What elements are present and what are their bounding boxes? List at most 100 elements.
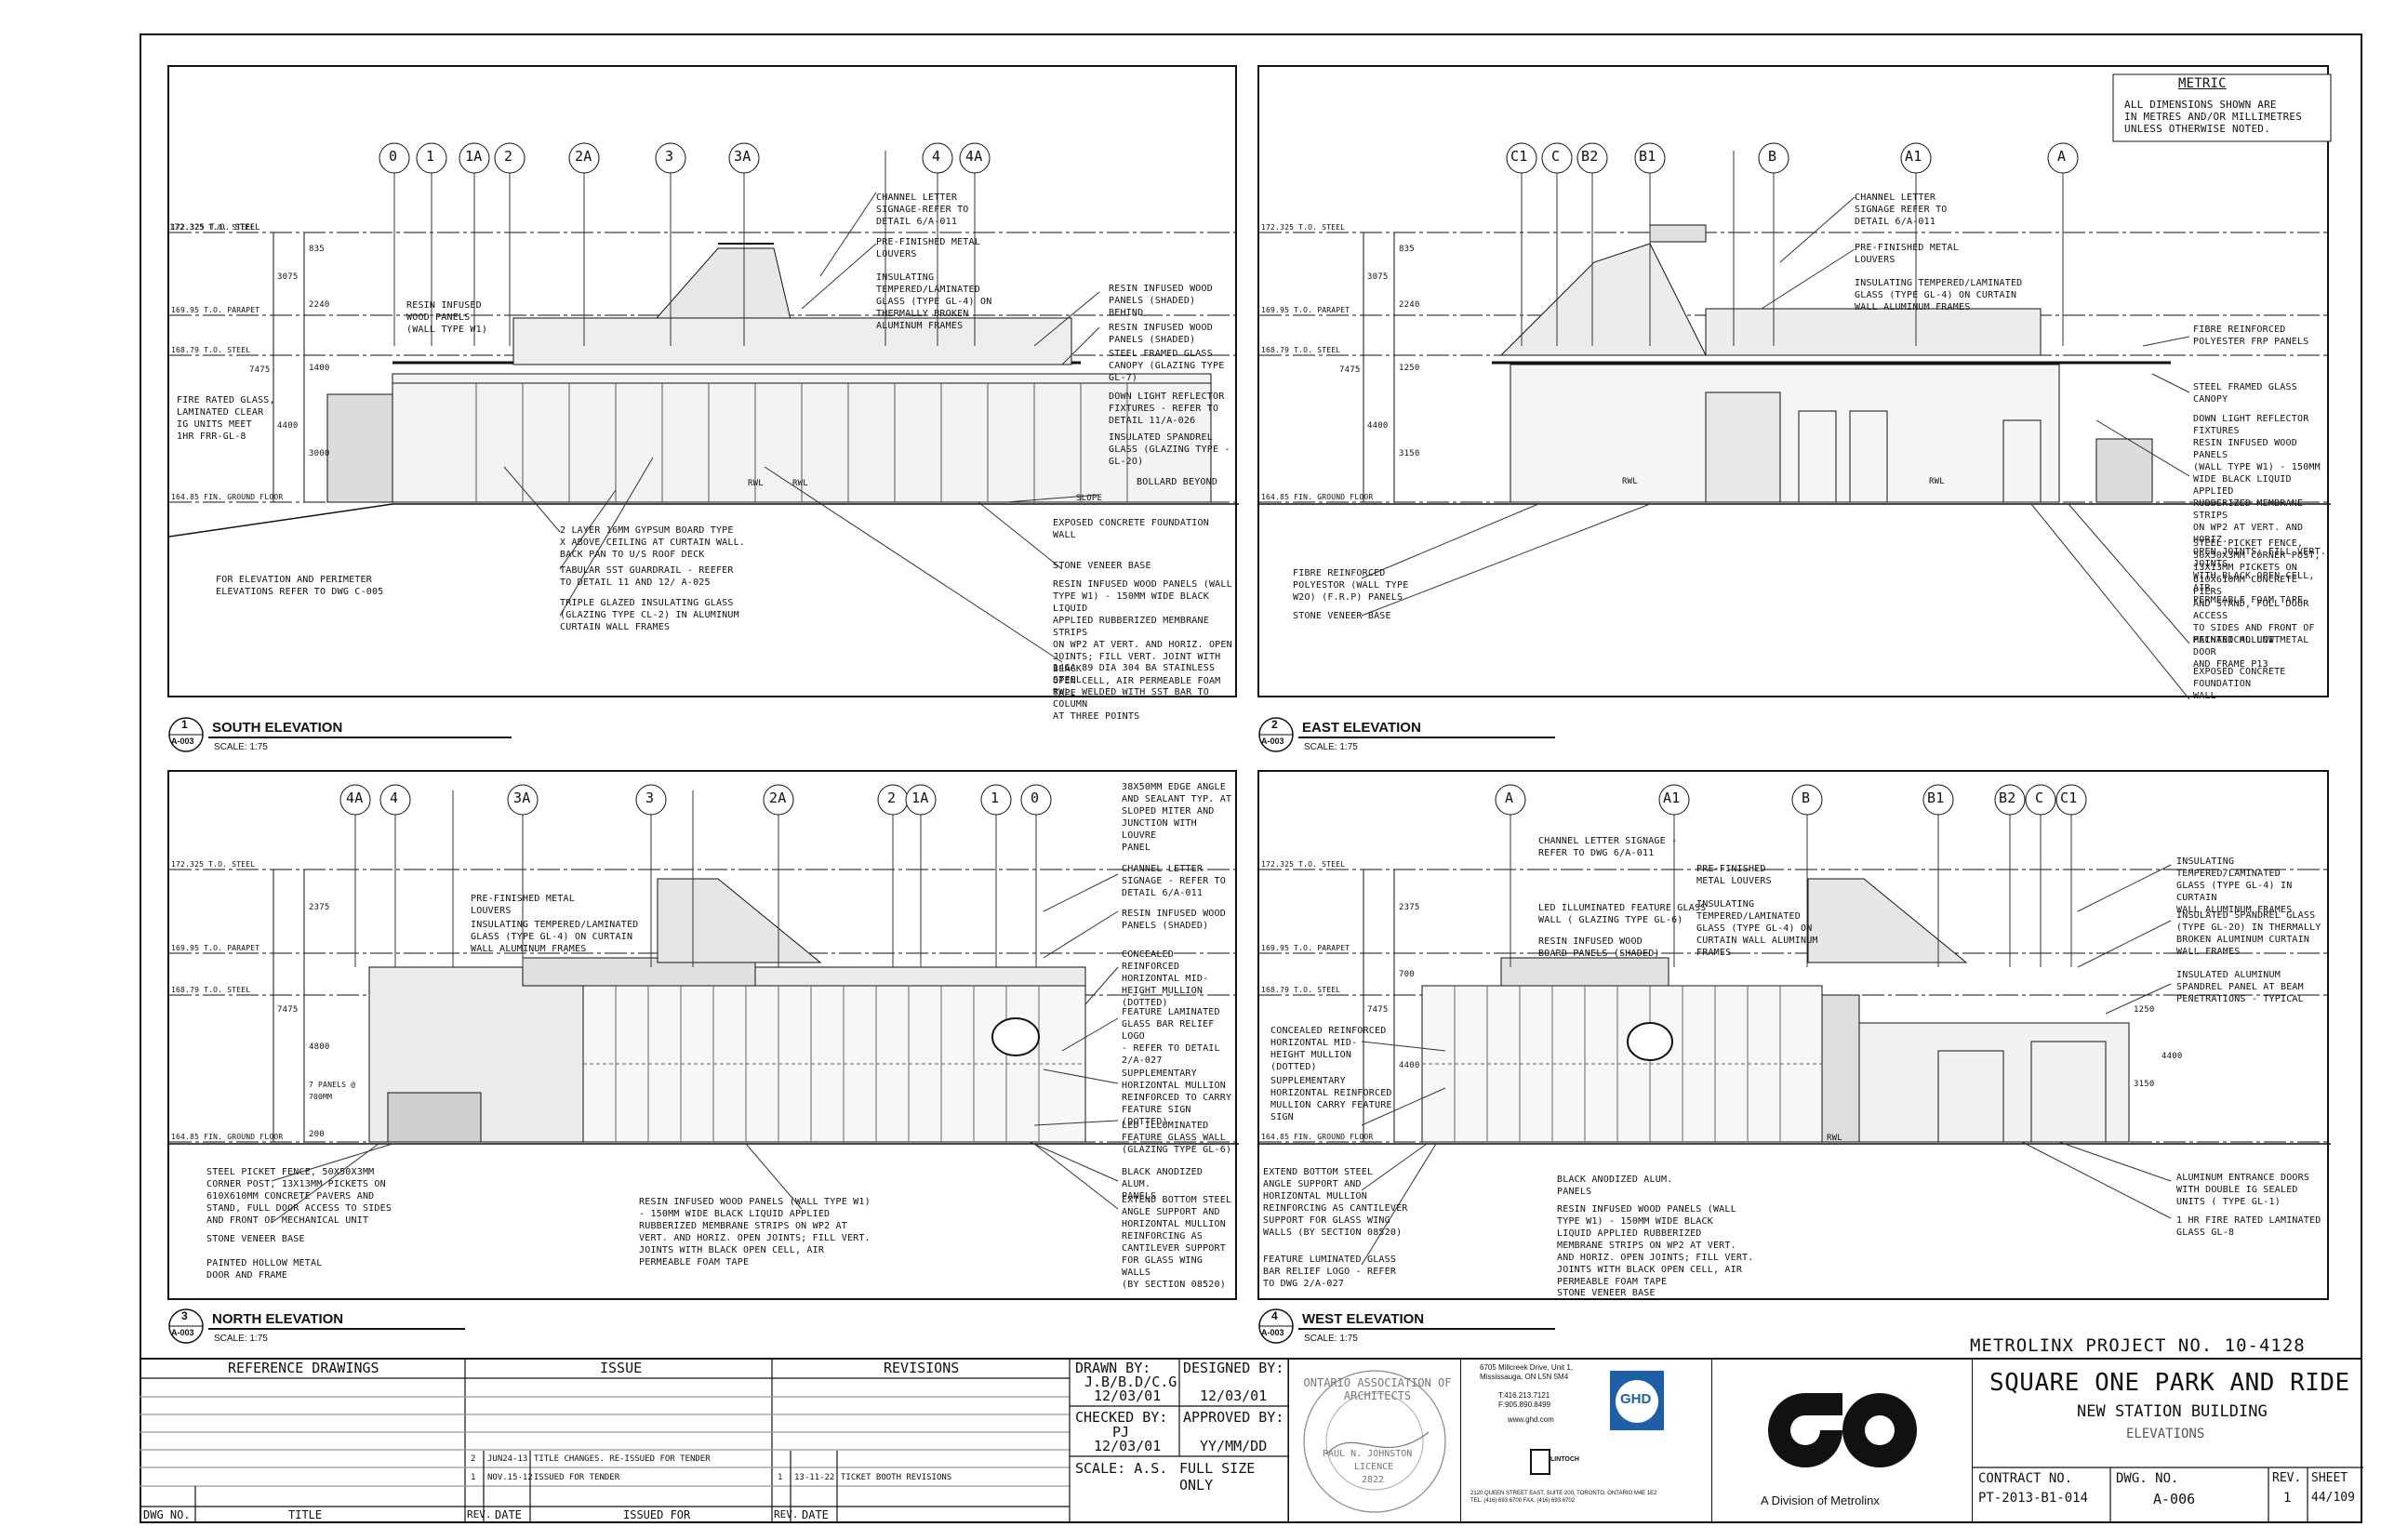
go-logo-block: A Division of Metrolinx <box>1711 1358 1972 1523</box>
detail-bubble <box>1258 1308 1294 1344</box>
title-underline <box>208 737 512 738</box>
grid-label: 2a <box>769 790 787 806</box>
west-caption: 4 A-003 WEST ELEVATION SCALE: 1:75 <box>1257 1308 1555 1345</box>
revisions-header: REVISIONS <box>884 1360 960 1376</box>
sheet-title: ELEVATIONS <box>2126 1427 2205 1441</box>
contract-number: PT-2013-B1-014 <box>1978 1491 2089 1506</box>
note: LED ILLUMINATED FEATURE GLASS WALL ( GLA… <box>1538 903 1707 925</box>
note: RESIN INFUSED WOOD PANELS (SHADED) BEHIN… <box>1109 284 1213 318</box>
architect-seal: ONTARIO ASSOCIATION OF ARCHITECTS PAUL N… <box>1288 1358 1460 1523</box>
firm-phone: T:416.213.7121 F:905.890.8499 <box>1498 1391 1551 1409</box>
level-steel-top: 172.325 T.O. STEEL <box>1261 223 1346 232</box>
lintoch-logo: LINTOCH <box>1550 1456 1579 1463</box>
grid-label: B1 <box>1927 790 1945 806</box>
east-caption: 2 A-003 EAST ELEVATION SCALE: 1:75 <box>1257 716 1555 753</box>
note: PRE-FINISHED METAL LOUVERS <box>471 894 575 916</box>
dim: 7475 <box>1367 1005 1389 1015</box>
detail-sheet: A-003 <box>171 737 194 746</box>
note: DOWN LIGHT REFLECTOR FIXTURES <box>2193 414 2309 436</box>
north-caption: 3 A-003 NORTH ELEVATION SCALE: 1:75 <box>167 1308 465 1345</box>
project-number: METROLINX PROJECT NO. 10-4128 <box>1970 1335 2306 1356</box>
grid-label: 1a <box>465 148 483 165</box>
metric-note: ALL DIMENSIONS SHOWN ARE IN METRES AND/O… <box>2124 99 2303 135</box>
grid-label: A1 <box>1663 790 1681 806</box>
level-steel: 168.79 T.O. STEEL <box>1261 346 1341 354</box>
note: STEEL FRAMED GLASS CANOPY <box>2193 382 2297 405</box>
note: FEATURE LUMINATED GLASS BAR RELIEF LOGO … <box>1263 1255 1397 1289</box>
note: INSULATING TEMPERED/LAMINATED GLASS (TYP… <box>2176 856 2293 915</box>
level-label: 172.325 T.O. STEEL <box>169 223 260 232</box>
detail-sheet: A-003 <box>171 1328 194 1337</box>
note: STEEL PICKET FENCE, 50x50x3mm CORNER POS… <box>206 1167 392 1226</box>
dim: 7 PANELS @ 700mm <box>309 1081 356 1101</box>
revision-no: 1 <box>778 1473 783 1482</box>
rwl-tag: RWL <box>1622 477 1638 486</box>
note: PRE-FINISHED METAL LOUVERS <box>1855 243 1959 265</box>
level-floor: 164.85 FIN. GROUND FLOOR <box>171 1133 284 1141</box>
note: INSULATING TEMPERED/LAMINATED GLASS (TYP… <box>876 272 992 331</box>
grid-label: 1a <box>911 790 929 806</box>
level-steel-top: 172.325 T.O. STEEL <box>171 223 256 232</box>
note: INSULATING TEMPERED/LAMINATED GLASS (TYP… <box>1696 899 1818 958</box>
dim: 1400 <box>309 364 330 373</box>
issue-text: ISSUED FOR TENDER <box>534 1473 620 1482</box>
detail-bubble <box>168 1308 204 1344</box>
dim: 1250 <box>1399 364 1420 373</box>
note: RESIN INFUSED WOOD PANELS (WALL TYPE W1)… <box>1053 579 1232 698</box>
east-elevation-drawing <box>1259 73 2332 700</box>
dim: 4800 <box>309 1042 330 1052</box>
note: RESIN INFUSED WOOD PANELS (WALL TYPE W1)… <box>2193 438 2327 605</box>
detail-bubble <box>1258 717 1294 752</box>
level-parapet: 169.95 T.O. PARAPET <box>171 306 260 314</box>
grid-label: A1 <box>1905 148 1922 165</box>
grid-label: 3 <box>645 790 655 806</box>
go-transit-logo <box>1768 1393 1917 1467</box>
dim: 2240 <box>309 300 330 310</box>
note: STONE VENEER BASE <box>1293 611 1391 621</box>
issue-no: 2 <box>471 1454 476 1464</box>
note: STONE VENEER BASE <box>206 1234 305 1244</box>
note: INSULATED SPANDREL GLASS (GLAZING TYPE -… <box>1109 432 1230 467</box>
signoff-block: DRAWN BY: J.B/B.D/C.G 12/03/01 DESIGNED … <box>1069 1358 1289 1523</box>
ghd-logo-text: GHD <box>1620 1391 1652 1407</box>
sheet-number: 44/109 <box>2311 1491 2355 1505</box>
footer-date2: DATE <box>802 1508 829 1521</box>
sheet-label: SHEET <box>2311 1471 2348 1485</box>
seal-graphic <box>1303 1370 1446 1513</box>
dim: 3075 <box>1367 272 1389 282</box>
ref-drawings-header: REFERENCE DRAWINGS <box>228 1360 379 1376</box>
title-block-grid: REFERENCE DRAWINGS ISSUE REVISIONS 2 JUN… <box>140 1358 1070 1523</box>
title-underline <box>208 1328 465 1330</box>
note: TRIPLE GLAZED INSULATING GLASS (GLAZING … <box>560 598 739 632</box>
note: BOLLARD BEYOND <box>1137 477 1218 487</box>
lintoch-address: 2120 QUEEN STREET EAST, SUITE 200, TORON… <box>1470 1491 1657 1504</box>
project-title-block: SQUARE ONE PARK AND RIDE NEW STATION BUI… <box>1972 1358 2363 1523</box>
dwg-number: A-006 <box>2153 1491 2196 1507</box>
dim: 4400 <box>1367 421 1389 431</box>
dim: 3150 <box>1399 449 1420 458</box>
title-underline <box>1298 737 1555 738</box>
grid-label: C <box>2035 790 2044 806</box>
detail-sheet: A-003 <box>1261 737 1284 746</box>
grid-label: 0 <box>389 148 398 165</box>
full-size-only: FULL SIZE ONLY <box>1179 1460 1256 1494</box>
note: EXTEND BOTTOM STEEL ANGLE SUPPORT AND HO… <box>1263 1167 1408 1238</box>
dim: 835 <box>309 245 325 254</box>
dim: 1250 <box>2134 1005 2155 1015</box>
level-parapet: 169.95 T.O. PARAPET <box>1261 944 1350 952</box>
grid-label: 2 <box>504 148 513 165</box>
grid-label: 3a <box>513 790 531 806</box>
dim: 7475 <box>249 365 271 375</box>
elevation-title: NORTH ELEVATION <box>212 1311 344 1327</box>
note: RESIN INFUSED WOOD BOARD PANELS (SHADED) <box>1538 936 1660 959</box>
note: TABULAR SST GUARDRAIL - REEFER TO DETAIL… <box>560 565 734 588</box>
firm-block: 6705 Millcreek Drive, Unit 1, Mississaug… <box>1460 1358 1711 1523</box>
issue-date: JUN24-13 <box>487 1454 528 1464</box>
drawn-by-label: DRAWN BY: <box>1075 1360 1151 1376</box>
elevation-title: SOUTH ELEVATION <box>212 720 343 736</box>
grid-label: 3 <box>665 148 674 165</box>
revision-text: TICKET BOOTH REVISIONS <box>841 1473 952 1482</box>
dim: 4400 <box>2162 1052 2183 1061</box>
note: PAINTED HOLLOW METAL DOOR AND FRAME <box>206 1258 323 1281</box>
grid-label: B <box>1768 148 1777 165</box>
